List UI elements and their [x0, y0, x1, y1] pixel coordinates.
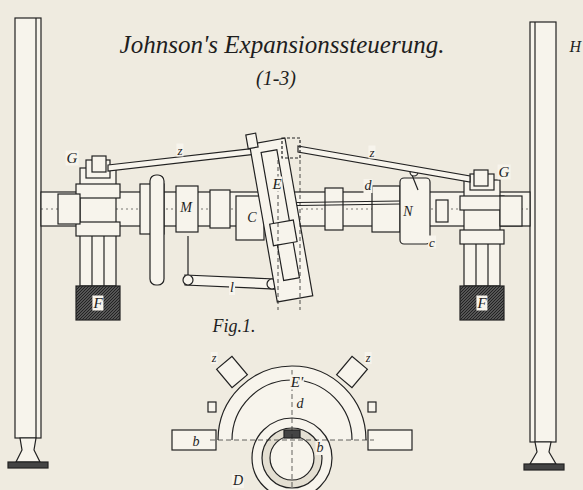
part-letter: M — [179, 201, 193, 215]
part-letter: c — [428, 236, 436, 249]
part-letter: F — [92, 296, 103, 311]
subtitle: (1-3) — [256, 68, 296, 88]
part-letter: E' — [290, 375, 304, 390]
part-letter: N — [402, 205, 413, 219]
part-letter: d — [296, 397, 305, 411]
part-letter: D — [232, 474, 244, 488]
part-letter: z — [368, 146, 375, 159]
part-letter: l — [229, 281, 235, 295]
part-letter: G — [66, 151, 79, 166]
page-letter: H — [569, 39, 581, 55]
title: Johnson's Expansionssteuerung. — [120, 32, 445, 57]
part-letter: G — [498, 165, 511, 180]
part-letter: F — [476, 296, 487, 311]
part-letter: b — [192, 435, 201, 449]
part-letter: d — [364, 179, 373, 193]
part-letter: z — [176, 144, 183, 157]
part-letter: z — [365, 352, 372, 364]
part-letter: z — [211, 352, 218, 364]
part-letter: C — [246, 211, 257, 225]
part-letter: E — [271, 177, 282, 192]
figure-number: Fig.1. — [213, 317, 256, 335]
part-letter: b — [316, 441, 325, 455]
